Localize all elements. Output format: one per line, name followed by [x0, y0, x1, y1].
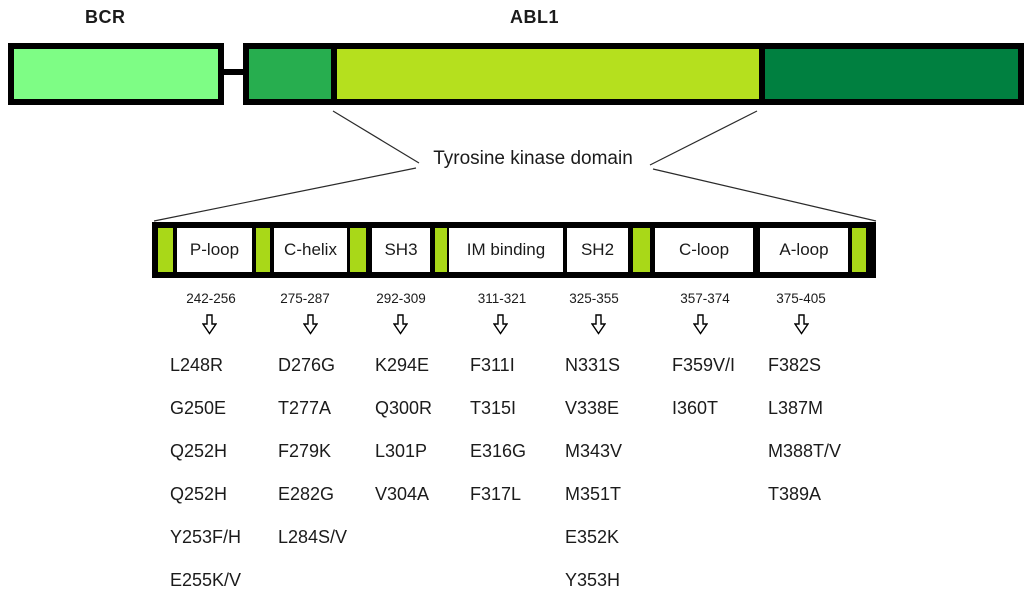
abl1-gene-label: ABL1 — [510, 7, 560, 27]
mutation-column-p-loop: L248R G250E Q252H Q252H Y253F/H E255K/V — [170, 356, 241, 590]
mutation-label: E352K — [565, 527, 620, 547]
residue-range: 311-321 — [477, 291, 527, 306]
mutation-label: V304A — [375, 484, 430, 504]
mutation-label: T315I — [470, 398, 517, 418]
domain-box-p-loop: P-loop — [177, 228, 252, 272]
bcr-gene-label: BCR — [85, 7, 126, 27]
mutation-label: M343V — [565, 441, 623, 461]
mutation-label: D276G — [278, 355, 336, 375]
mutation-label: L301P — [375, 441, 428, 461]
domain-label: A-loop — [779, 240, 829, 259]
kinase-domain-bar: P-loop C-helix SH3 IM binding SH2 C-loop… — [152, 222, 876, 278]
residue-range: 375-405 — [776, 291, 826, 306]
abl1-protein-bar — [243, 43, 1024, 105]
mutation-column-sh3: K294E Q300R L301P V304A — [375, 356, 432, 504]
mutation-label: Q252H — [170, 484, 228, 504]
linker-segment — [633, 228, 650, 272]
domain-label: SH3 — [384, 240, 418, 259]
abl1-cterm-region-segment — [765, 49, 1018, 99]
segment-divider — [331, 49, 337, 99]
mutation-label: Q252H — [170, 441, 228, 461]
down-arrow-icon — [493, 314, 508, 335]
linker-segment — [852, 228, 866, 272]
mutation-label: L284S/V — [278, 527, 348, 547]
domain-label: C-helix — [284, 240, 337, 259]
linker-segment — [435, 228, 447, 272]
residue-range: 325-355 — [569, 291, 619, 306]
segment-divider — [759, 49, 765, 99]
mutation-column-sh2: N331S V338E M343V M351T E352K Y353H — [565, 356, 622, 590]
domain-label: SH2 — [580, 240, 615, 259]
down-arrow-icon — [393, 314, 408, 335]
mutation-label: G250E — [170, 398, 227, 418]
bcr-protein-bar — [8, 43, 224, 105]
mutation-label: I360T — [672, 398, 719, 418]
fusion-connector-line — [222, 69, 245, 75]
domain-label: IM binding — [466, 240, 546, 259]
mutation-label: F359V/I — [672, 355, 736, 375]
domain-label: P-loop — [189, 240, 240, 259]
mutation-label: E255K/V — [170, 570, 242, 590]
domain-box-sh3: SH3 — [372, 228, 430, 272]
mutation-column-c-helix: D276G T277A F279K E282G L284S/V — [278, 356, 347, 547]
mutation-label: Y253F/H — [170, 527, 242, 547]
mutation-column-im-binding: F311I T315I E316G F317L — [470, 356, 526, 504]
mutation-label: M388T/V — [768, 441, 842, 461]
residue-range: 357-374 — [680, 291, 730, 306]
mutation-label: N331S — [565, 355, 621, 375]
mutation-column-a-loop: F382S L387M M388T/V T389A — [768, 356, 841, 504]
mutation-label: Q300R — [375, 398, 433, 418]
residue-range: 242-256 — [186, 291, 236, 306]
domain-label: C-loop — [678, 240, 730, 259]
domain-box-sh2: SH2 — [567, 228, 628, 272]
mutation-label: V338E — [565, 398, 620, 418]
mutation-label: E316G — [470, 441, 527, 461]
residue-range: 292-309 — [376, 291, 426, 306]
domain-box-a-loop: A-loop — [760, 228, 848, 272]
mutation-label: M351T — [565, 484, 622, 504]
linker-segment — [158, 228, 173, 272]
mutation-label: K294E — [375, 355, 430, 375]
mutation-column-c-loop: F359V/I I360T — [672, 356, 735, 418]
mutation-label: T277A — [278, 398, 332, 418]
mutation-label: F279K — [278, 441, 332, 461]
mutation-label: F382S — [768, 355, 822, 375]
tyrosine-kinase-domain-label: Tyrosine kinase domain — [433, 148, 633, 169]
mutation-label: F317L — [470, 484, 522, 504]
domain-box-im-binding: IM binding — [449, 228, 563, 272]
down-arrow-icon — [202, 314, 217, 335]
down-arrow-icon — [693, 314, 708, 335]
mutation-label: Y353H — [565, 570, 621, 590]
domain-box-c-loop: C-loop — [655, 228, 753, 272]
linker-segment — [350, 228, 366, 272]
abl1-kinase-region-segment — [337, 49, 759, 99]
mutation-label: L248R — [170, 355, 224, 375]
mutation-label: L387M — [768, 398, 824, 418]
down-arrow-icon — [303, 314, 318, 335]
domain-box-c-helix: C-helix — [274, 228, 347, 272]
residue-range: 275-287 — [280, 291, 330, 306]
down-arrow-icon — [591, 314, 606, 335]
mutation-label: F311I — [470, 355, 515, 375]
linker-segment — [256, 228, 270, 272]
mutation-label: T389A — [768, 484, 822, 504]
abl1-sh-region-segment — [249, 49, 331, 99]
mutation-label: E282G — [278, 484, 335, 504]
down-arrow-icon — [794, 314, 809, 335]
